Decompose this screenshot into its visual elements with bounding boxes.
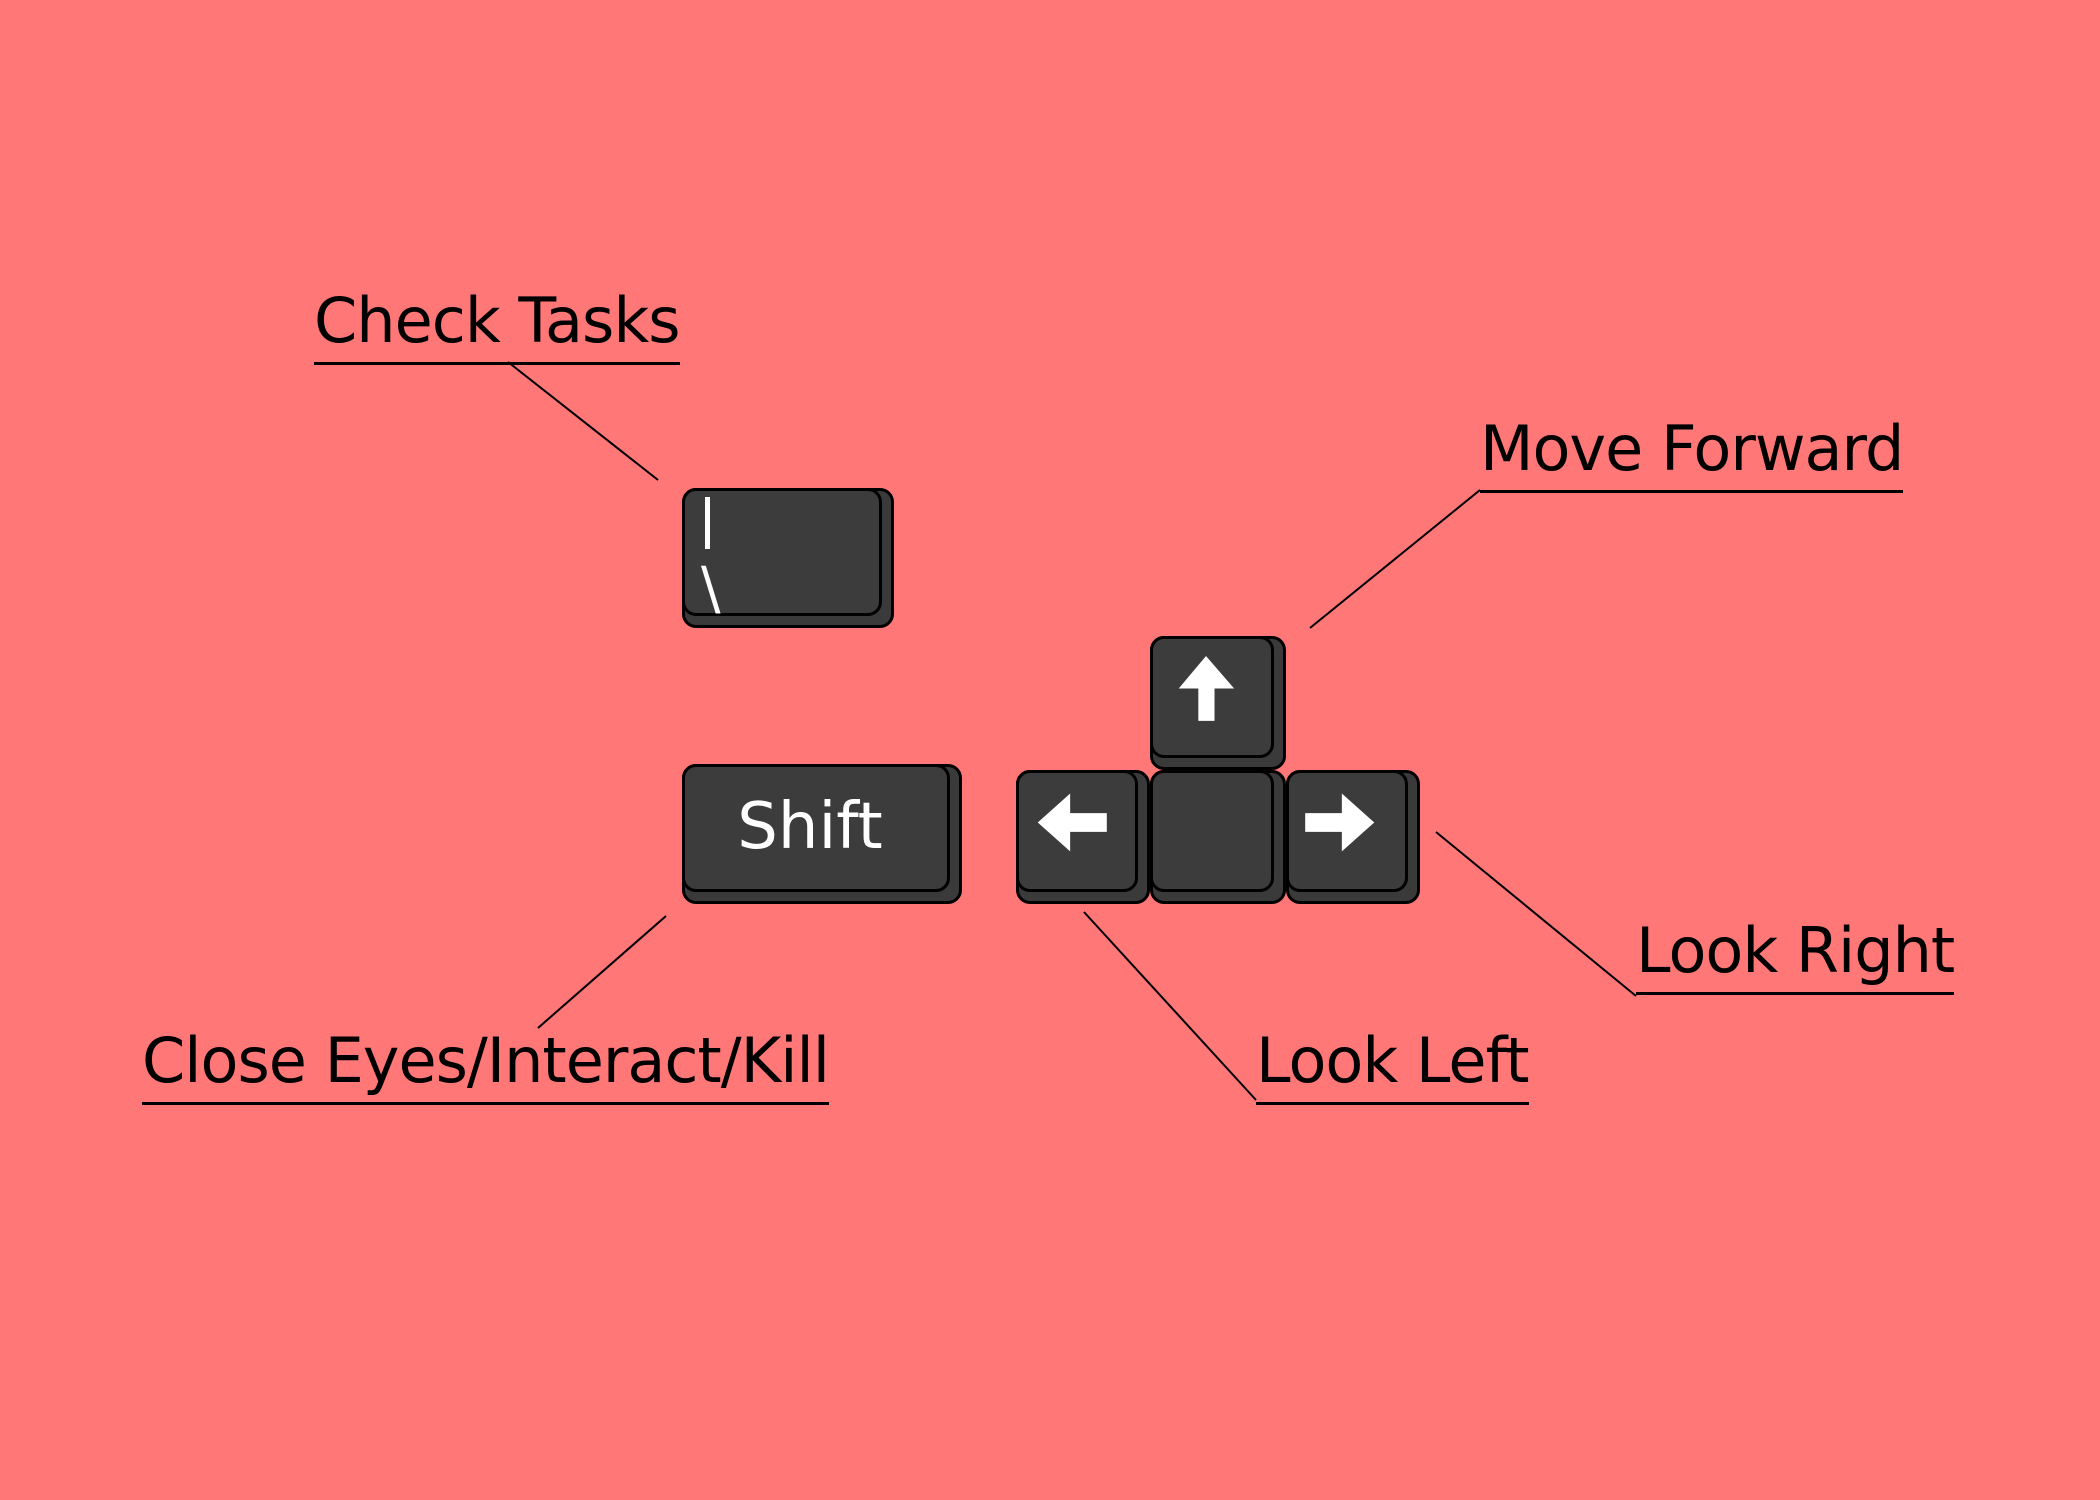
leader-line-look-left <box>1083 911 1257 1101</box>
leader-line-move-forward <box>1309 489 1481 629</box>
label-check-tasks: Check Tasks <box>314 290 681 365</box>
up-arrow-key[interactable] <box>1150 636 1286 770</box>
left-arrow-key[interactable] <box>1016 770 1150 904</box>
leader-line-close-eyes <box>537 915 667 1029</box>
down-arrow-key[interactable] <box>1150 770 1286 904</box>
up-arrow-icon <box>1153 639 1259 743</box>
label-close-eyes: Close Eyes/Interact/Kill <box>142 1030 830 1105</box>
backslash-legend: \ <box>701 554 721 622</box>
label-look-left: Look Left <box>1256 1030 1530 1105</box>
shift-key[interactable]: Shift <box>682 764 962 904</box>
backslash-key[interactable]: \ <box>682 488 894 628</box>
label-move-forward: Move Forward <box>1480 418 1904 493</box>
right-arrow-key[interactable] <box>1286 770 1420 904</box>
right-arrow-icon <box>1289 773 1393 877</box>
leader-line-look-right <box>1435 831 1637 997</box>
label-look-right: Look Right <box>1636 920 1955 995</box>
shift-legend: Shift <box>737 790 883 864</box>
pipe-glyph <box>705 497 710 549</box>
left-arrow-icon <box>1019 773 1123 877</box>
leader-line-check-tasks <box>507 361 659 481</box>
